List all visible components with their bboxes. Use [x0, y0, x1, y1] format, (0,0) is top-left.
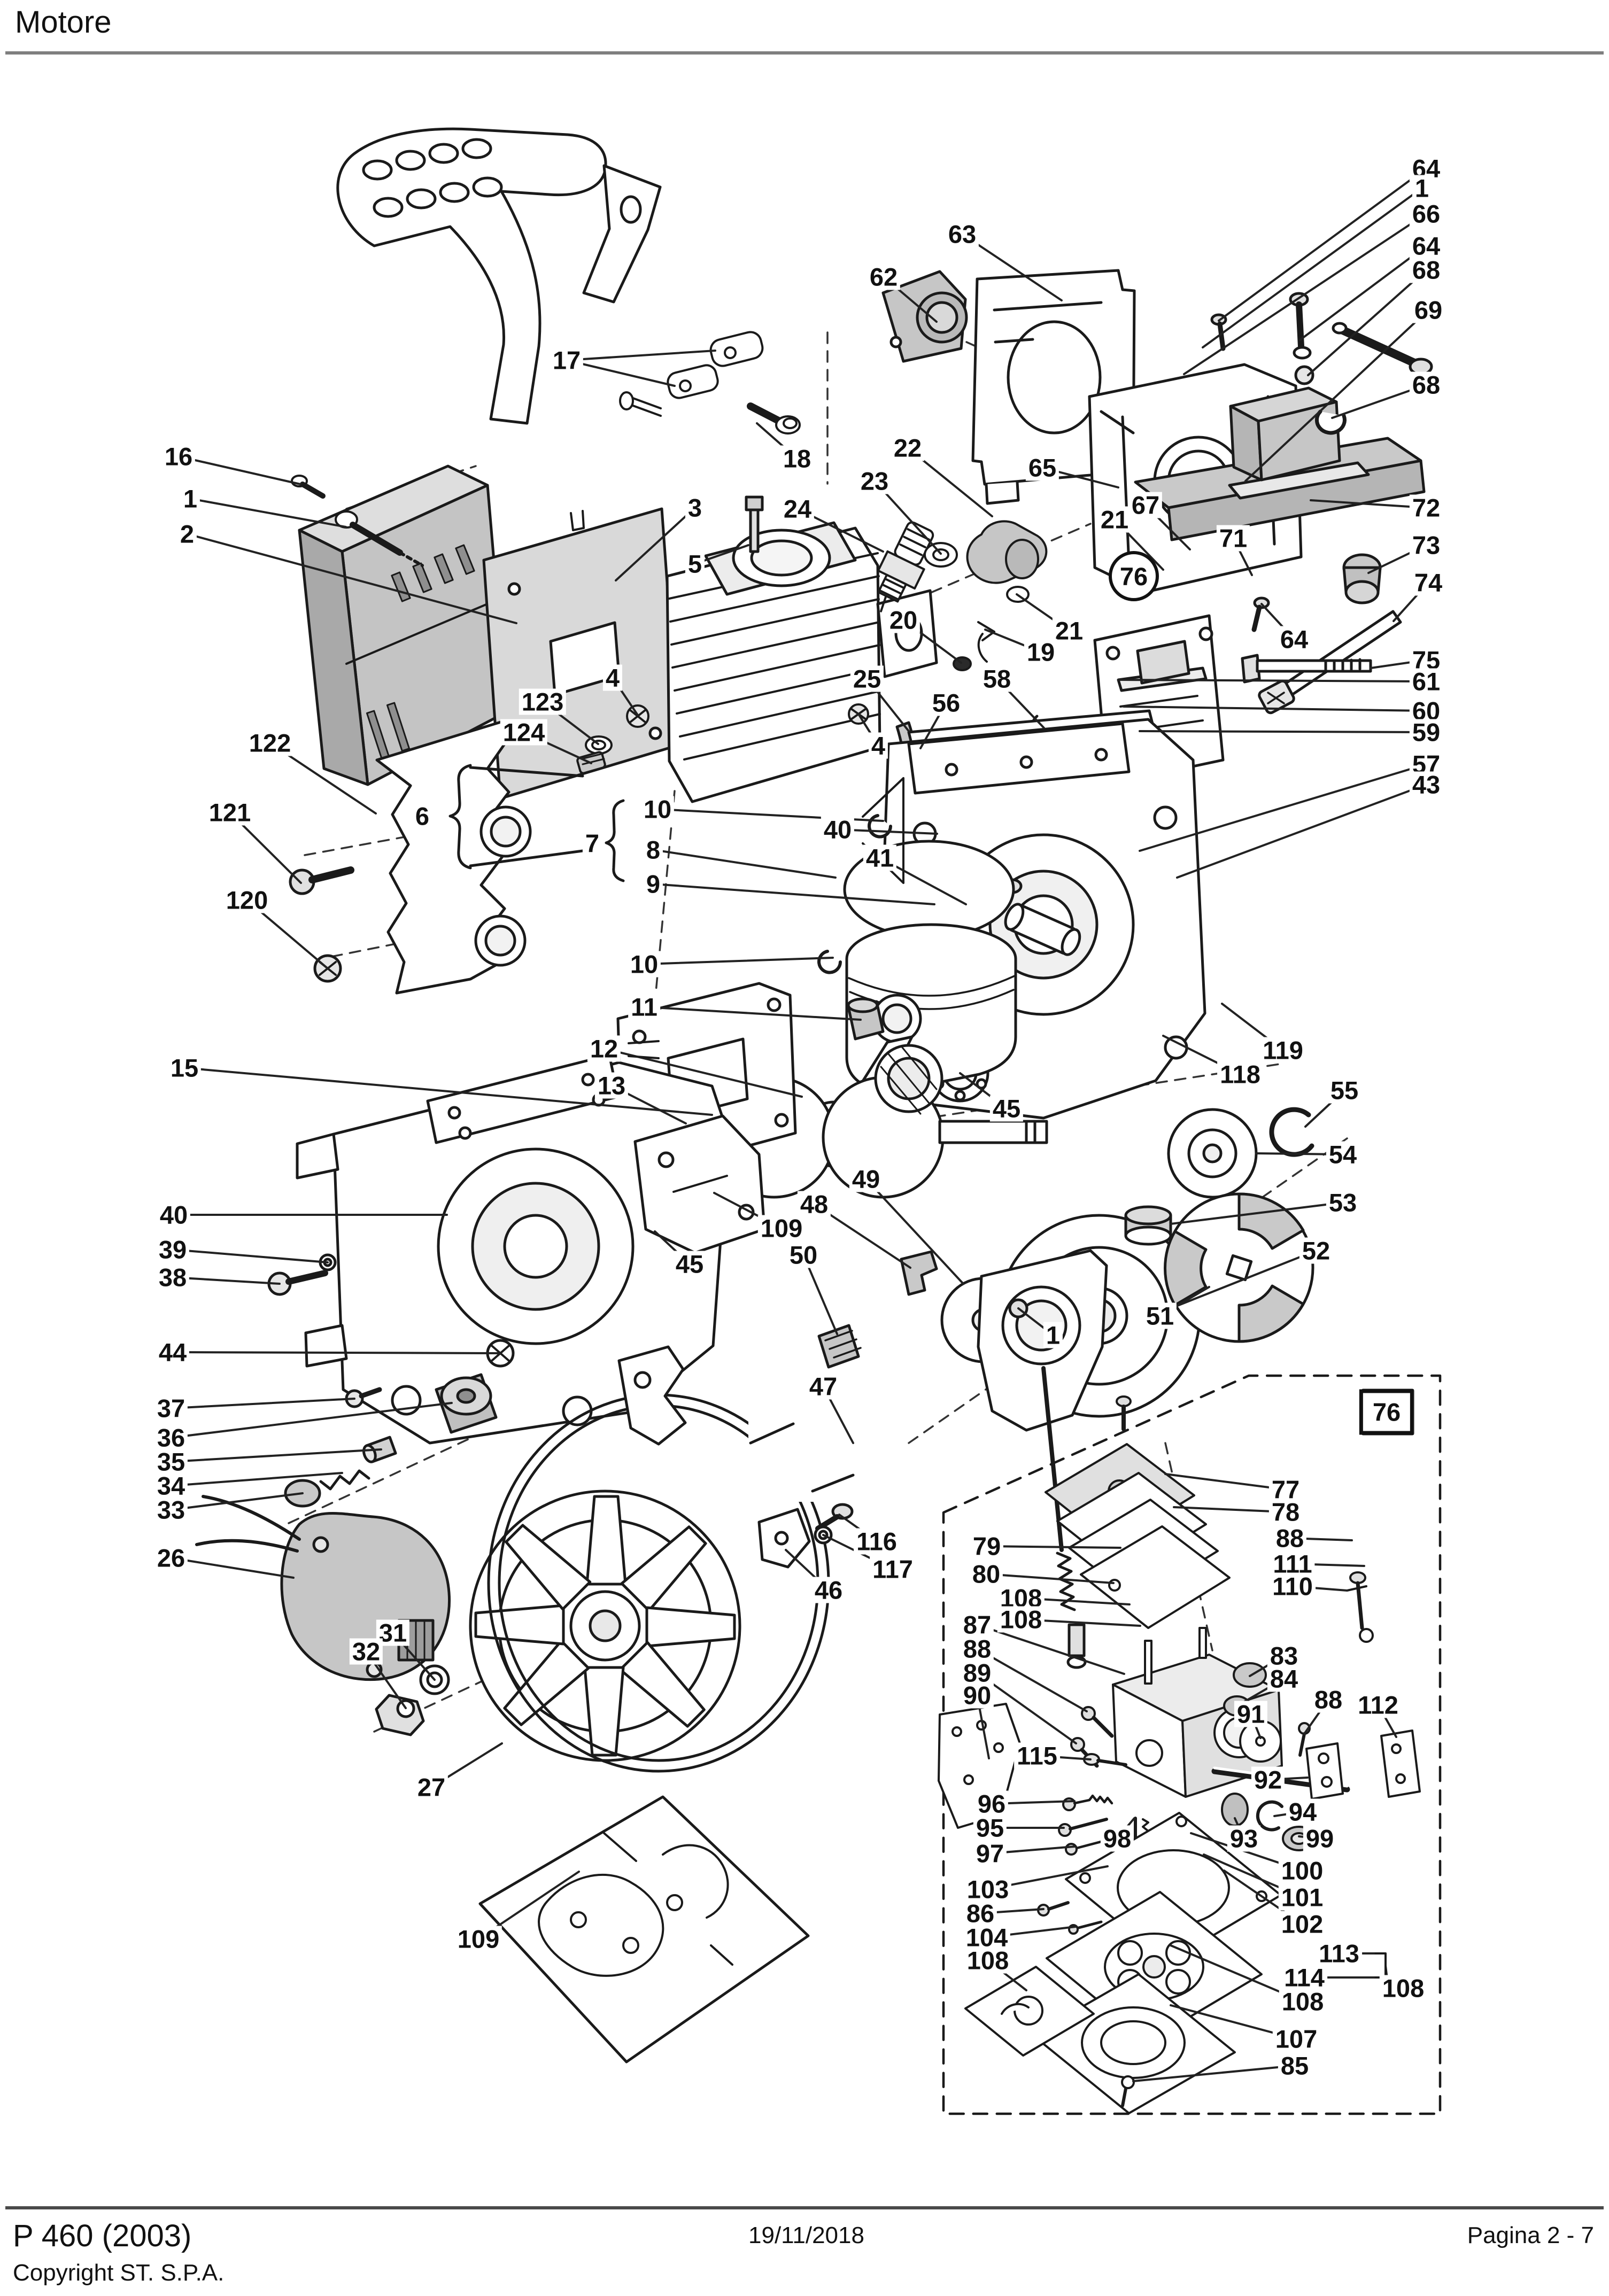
cover-cap-36	[435, 1373, 498, 1434]
grommet-cap	[1342, 553, 1382, 604]
crankcase-clutch-side	[267, 1053, 730, 1445]
flywheel	[375, 1490, 741, 1762]
intake-elbow	[881, 270, 968, 363]
fuel-tank-box	[1229, 386, 1341, 482]
throttle-rod	[1258, 610, 1402, 715]
front-handle	[336, 127, 662, 425]
gasket-sheet	[478, 1795, 810, 2064]
carb-detail	[938, 1395, 1421, 2114]
muffler-bolts	[291, 475, 424, 567]
brake-band	[487, 1345, 877, 1773]
handle-clamp-parts	[619, 331, 801, 435]
detail-box-76	[1361, 1389, 1414, 1436]
needle-bearing	[847, 997, 885, 1041]
bolt-69	[1332, 322, 1433, 376]
header-rule	[5, 51, 1604, 55]
exhaust-gasket-plate	[482, 507, 680, 800]
spark-plug	[877, 521, 934, 612]
footer-page-number: Pagina 2 - 7	[1467, 2222, 1594, 2248]
footer-copyright: Copyright ST. S.P.A.	[13, 2260, 225, 2286]
footer-rule	[5, 2206, 1604, 2209]
detail-frame	[942, 1374, 1442, 2115]
clutch	[1164, 1192, 1314, 1343]
serrated-bracket	[289, 720, 532, 995]
page-title: Motore	[15, 5, 112, 40]
footer-model: P 460 (2003)	[13, 2219, 192, 2253]
ignition-coil	[195, 1373, 498, 1681]
long-bolt-75	[1241, 654, 1372, 684]
group-braces	[448, 764, 904, 1059]
drum-bearing	[1124, 1205, 1172, 1246]
footer-date: 19/11/2018	[748, 2222, 864, 2248]
